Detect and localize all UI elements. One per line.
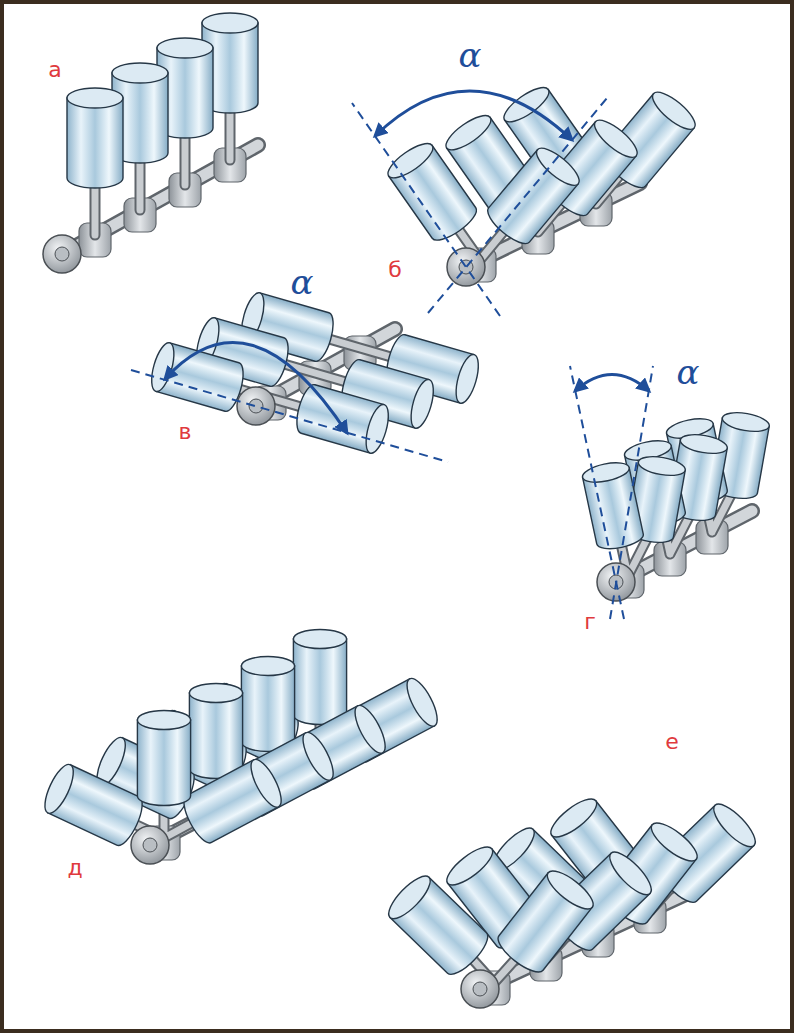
cylinder bbox=[383, 870, 494, 980]
cylinder bbox=[178, 755, 287, 847]
cylinder bbox=[137, 711, 190, 806]
angle-arc bbox=[375, 91, 572, 140]
variant-letter: в bbox=[176, 420, 195, 444]
pulley bbox=[447, 248, 485, 286]
cylinder bbox=[241, 657, 294, 752]
cylinder bbox=[67, 88, 123, 188]
variant-letter: б bbox=[385, 258, 405, 282]
bank-axis bbox=[610, 366, 653, 619]
boxer-engine bbox=[131, 290, 483, 462]
cylinder bbox=[383, 138, 481, 246]
variant-letter: е bbox=[662, 730, 682, 754]
cylinder bbox=[483, 142, 585, 249]
cylinder bbox=[293, 630, 346, 725]
cylinder bbox=[189, 684, 242, 779]
cylinder bbox=[581, 459, 645, 552]
variant-letter: д bbox=[64, 856, 85, 880]
angle-arc bbox=[575, 375, 649, 392]
pulley bbox=[43, 235, 81, 273]
cylinder bbox=[292, 382, 392, 455]
angle-symbol: α bbox=[456, 37, 485, 73]
cylinder bbox=[493, 865, 599, 978]
cylinder bbox=[39, 761, 148, 849]
angle-symbol: α bbox=[674, 354, 703, 390]
inline-engine bbox=[43, 13, 258, 273]
pulley bbox=[237, 387, 275, 425]
pulley bbox=[461, 970, 499, 1008]
bank-axis bbox=[428, 98, 607, 313]
vr-engine bbox=[570, 366, 771, 619]
angle-symbol: α bbox=[288, 264, 317, 300]
bank-axis bbox=[131, 370, 448, 462]
w-engine bbox=[383, 793, 761, 1008]
w-engine bbox=[39, 630, 443, 865]
variant-letter: г bbox=[581, 610, 599, 634]
variant-letter: а bbox=[45, 58, 64, 82]
pulley bbox=[131, 826, 169, 864]
v-engine bbox=[352, 82, 700, 316]
